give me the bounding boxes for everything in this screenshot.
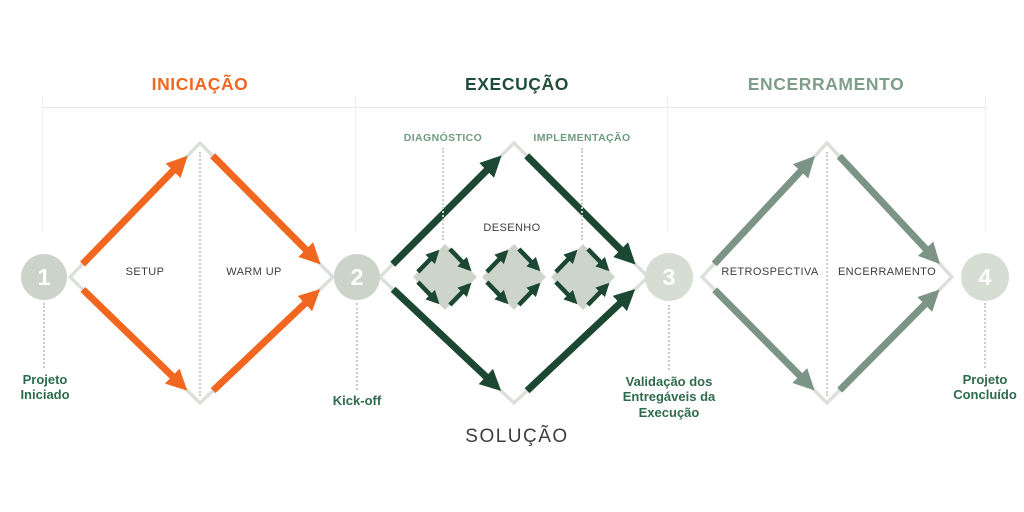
flow-arrow: [210, 289, 321, 394]
milestone-label-kickoff: Kick-off: [332, 393, 382, 408]
flow-arrow: [448, 282, 472, 307]
milestone-circle-1: 1: [21, 254, 67, 300]
phase-header-iniciacao: INICIAÇÃO: [151, 74, 249, 94]
flow-arrow: [712, 287, 815, 391]
section-divider: [42, 96, 43, 232]
flow-arrow: [485, 280, 509, 305]
phase-header-execucao: EXECUÇÃO: [465, 74, 569, 94]
flow-arrow: [390, 155, 502, 267]
milestone-number: 1: [37, 263, 51, 290]
diamond3-center-dotted-line: [826, 152, 828, 396]
milestone4-dotted-line: [984, 303, 986, 368]
flow-arrow: [837, 289, 940, 393]
flow-arrow: [524, 289, 636, 394]
milestone-number: 4: [978, 263, 992, 290]
milestone-label-projeto-concluido: Projeto Concluído: [953, 372, 1017, 403]
diagnostico-dotted-line: [442, 148, 444, 240]
flow-arrow: [80, 155, 188, 267]
flow-arrow: [485, 249, 509, 274]
milestone-label-validacao: Validação dos Entregáveis da Execução: [622, 374, 716, 420]
flow-arrow: [448, 247, 472, 272]
milestone-circle-2: 2: [334, 254, 380, 300]
stage-label-diagnostico: DIAGNÓSTICO: [403, 132, 483, 144]
milestone2-dotted-line: [356, 303, 358, 390]
milestone-label-projeto-iniciado: Projeto Iniciado: [20, 372, 70, 403]
section-divider: [355, 96, 356, 232]
flow-arrow: [80, 287, 188, 391]
flow-arrow: [554, 249, 578, 274]
stage-label-setup: SETUP: [125, 266, 165, 278]
diamond-outline: [67, 140, 336, 406]
header-underline: [42, 107, 986, 108]
mini-diamond: [551, 244, 615, 310]
flow-arrow: [524, 153, 636, 265]
flow-arrow: [836, 153, 940, 265]
stage-label-retrospectiva: RETROSPECTIVA: [721, 266, 819, 278]
milestone1-dotted-line: [43, 303, 45, 368]
section-divider: [667, 96, 668, 232]
stage-label-solucao: SOLUÇÃO: [465, 426, 569, 447]
milestone-number: 2: [350, 263, 364, 290]
stage-label-implementacao: IMPLEMENTAÇÃO: [533, 132, 631, 144]
flow-arrow: [390, 286, 502, 391]
milestone-circle-4: 4: [961, 253, 1009, 301]
mini-diamond: [482, 244, 546, 310]
flow-arrow: [586, 247, 610, 272]
flow-arrow: [416, 280, 440, 305]
mini-diamond: [413, 244, 477, 310]
milestone-circle-3: 3: [645, 253, 693, 301]
flow-arrow: [416, 249, 440, 274]
flow-arrow: [517, 247, 541, 272]
implementacao-dotted-line: [581, 148, 583, 240]
phase-header-encerramento: ENCERRAMENTO: [747, 74, 905, 94]
flow-arrow: [711, 155, 815, 267]
section-divider: [985, 96, 986, 232]
flow-arrow: [210, 153, 321, 265]
milestone-number: 3: [662, 263, 676, 290]
milestone3-dotted-line: [668, 305, 670, 370]
flow-arrow: [517, 282, 541, 307]
stage-label-desenho: DESENHO: [483, 222, 541, 234]
flow-arrow: [554, 280, 578, 305]
flow-arrow: [586, 282, 610, 307]
stage-label-warmup: WARM UP: [226, 266, 282, 278]
stage-label-encerramento: ENCERRAMENTO: [837, 266, 937, 278]
diamond1-center-dotted-line: [199, 152, 201, 396]
